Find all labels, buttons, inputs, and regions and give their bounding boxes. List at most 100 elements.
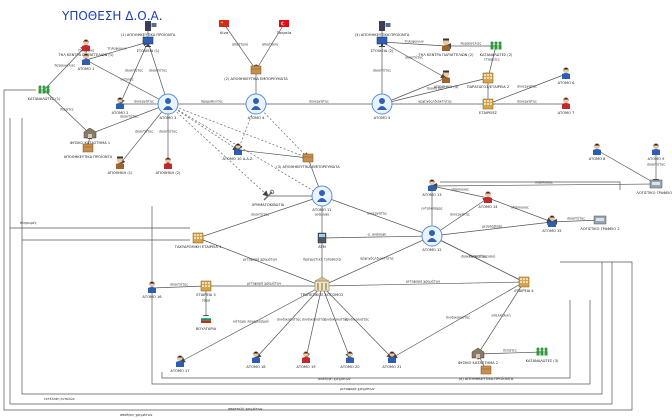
node-kat1: ΚΑΤΑΝΑΛΩΤΕΣ (1) <box>28 85 61 101</box>
node-label: ΑΤΟΜΟ 15 <box>542 229 561 233</box>
person-icon <box>428 179 436 191</box>
edge-line <box>477 281 525 355</box>
node-xrim: ΧΡΗΜΑΤΟΚΙΒΩΤΙΑ <box>252 189 285 207</box>
edge-line <box>551 218 601 225</box>
routing-line <box>3 89 633 411</box>
node-label: ΚΑΤΑΝΑΛΩΤΕΣ (1) <box>28 97 61 101</box>
flag-tr-icon <box>279 20 289 27</box>
node-a5: ΑΤΟΜΟ 5 <box>371 93 393 120</box>
node-a3: ΑΤΟΜΟ 3 <box>157 93 179 120</box>
nodes: (1) ΑΠΟΘΗΚΕΥΤΙΚΑ ΠΡΟΪΟΝΤΑ ΣΤΟΙΧΕΙΑ (1) ΤΗΛ… <box>28 20 672 381</box>
box-icon <box>302 153 314 163</box>
node-a13: ΑΤΟΜΟ 13 <box>422 179 442 197</box>
edge-line <box>255 285 323 359</box>
node-turkey: Τουρκία <box>276 20 292 35</box>
node-label: ΤΡΑΠΕΖΙΚΟΣ ΛΟΓ/ΣΜΟΣ <box>300 293 345 297</box>
node-apo2: ΑΠΟΘΗΚΗ (2) <box>156 157 181 175</box>
edges: τηλέφωνοτηλεφώνωνπαραγγελίεςεντολέςιδιοκ… <box>43 23 665 371</box>
node-a15: ΑΤΟΜΟ 15 <box>542 215 562 233</box>
edge-label: συνδικαλιστής <box>302 318 326 322</box>
node-store2: ΦΥΣΙΚΟ ΚΑΤΑΣΤΗΜΑ 2 <box>458 347 498 365</box>
building-icon <box>200 280 212 292</box>
edge-label: τηλεφώνων <box>404 40 423 44</box>
node-label: (4) ΑΠΟΘΗΚΕΥΤΙΚΑ ΠΡΟΪΟΝΤΑ <box>459 376 514 381</box>
edge-label: έδρα <box>202 299 211 303</box>
edge-line <box>487 73 567 106</box>
edge-line <box>147 41 170 105</box>
node-label: ΑΤΟΜΟ 13 <box>422 193 441 197</box>
node-prod4: (4) ΑΠΟΘΗΚΕΥΤΙΚΑ ΠΡΟΪΟΝΤΑ <box>459 365 514 381</box>
hub-icon <box>157 93 179 115</box>
edge-label: προμηθευτής <box>201 100 223 104</box>
routing-label: μεταφορά χρημάτων <box>340 387 375 391</box>
node-label: ΕΤΑΙΡΕΙΑ 3 <box>196 293 215 297</box>
edge-line <box>179 285 323 363</box>
warehouse-icon <box>471 347 485 359</box>
node-label: ΤΗΛ ΚΕΝΤΡΑ ΠΑΡΑΓΓΕΛΙΩΝ (2) <box>417 53 474 57</box>
edge-line <box>85 59 169 105</box>
edge-label: παραγγελίες <box>55 64 76 68</box>
edge-label: αρχηγός/ιδιοκτήτης <box>418 100 452 104</box>
office-icon <box>649 179 663 189</box>
edge-label: συνδικαλιστής <box>446 316 470 320</box>
node-a1: ΑΤΟΜΟ 1 <box>78 53 94 71</box>
edge-line <box>321 235 433 287</box>
node-label: (3) ΑΠΟΘΗΚΕΥΤΙΚΑ ΕΜΠΟΡΕΥΜΑΤΑ <box>276 165 340 169</box>
edge-line <box>321 233 433 240</box>
node-label: ΑΤΟΜΟ 4 <box>248 116 266 120</box>
person-icon <box>388 351 396 363</box>
node-label: (3) ΑΠΟΘΗΚΕΥΤΙΚΑ ΠΡΟΪΟΝΤΑ <box>355 32 410 37</box>
routing-line <box>161 300 571 379</box>
node-label: ΑΤΟΜΟ 17 <box>170 369 189 373</box>
edge-label: τηλεφώνων <box>107 47 126 51</box>
edge-line <box>477 350 543 357</box>
node-a14: ΑΤΟΜΟ 14 <box>478 191 498 209</box>
edge-label: συνδικαλιστής <box>345 318 369 322</box>
edge-label: ιδιοκτήτης <box>170 283 188 287</box>
node-label: ΑΤΟΜΟ 19 <box>296 365 316 369</box>
edge-line <box>119 103 169 165</box>
flag-cn-icon: ★ <box>219 20 229 27</box>
node-store1: ΦΥΣΙΚΟ ΚΑΤΑΣΤΗΜΑ 1 <box>70 127 110 145</box>
node-mstore1: (1) ΑΠΟΘΗΚΕΥΤΙΚΑ ΠΡΟΪΟΝΤΑ <box>121 21 176 37</box>
node-tel2: ΤΗΛ ΚΕΝΤΡΑ ΠΑΡΑΓΓΕΛΙΩΝ (2) <box>417 38 474 57</box>
edge-label: διοικητής <box>427 87 443 91</box>
node-china: ★Κίνα <box>219 20 229 35</box>
svg-text:★: ★ <box>220 20 223 24</box>
routing-label: ανάληψη χρημάτων <box>318 377 351 381</box>
edge-label: πραγματική τοποθεσία <box>303 258 342 262</box>
node-log1: ΛΟΓΙΣΤΙΚΟ ΓΡΑΦΕΙΟ 1 <box>636 179 672 195</box>
edge-line <box>487 197 553 224</box>
building-icon <box>482 72 494 84</box>
edge-label: συνεργάτης <box>517 85 537 89</box>
node-label: ΑΤΟΜΟ 20 <box>340 365 360 369</box>
office-icon <box>593 215 607 225</box>
node-label: ΑΤΟΜΟ 7 <box>558 111 575 115</box>
node-label: Τουρκία <box>276 31 292 35</box>
node-atm: ATM <box>317 232 327 249</box>
edge-label: ιδιοκτήτης <box>469 255 487 259</box>
node-label: ΑΤΟΜΟ 14 <box>478 205 498 209</box>
node-label: ΑΤΟΜΟ 5 <box>374 116 391 120</box>
edge-line <box>43 89 91 135</box>
person-hat-icon <box>116 156 124 169</box>
node-label: (2) ΑΠΟΘΗΚΕΥΤΙΚΑ ΕΜΠΟΡΕΥΜΑΤΑ <box>224 77 288 81</box>
edge-label: αποστολή <box>232 43 248 47</box>
edge-line <box>167 103 239 151</box>
edge-label: εντολοδόχος <box>421 207 443 211</box>
edge-label: ιδιοκτήτης <box>373 69 391 73</box>
person-icon <box>252 351 260 363</box>
node-label: ΑΤΟΜΟ 2 <box>112 111 129 115</box>
edge-label: συνεργάτης <box>309 100 329 104</box>
edge-label: κάτοχοι λογαριασμού <box>233 320 269 324</box>
edge-label: α. ανάληψη <box>368 233 387 237</box>
hub-icon <box>245 93 267 115</box>
building-icon <box>518 276 530 288</box>
person-hat-icon <box>442 70 450 83</box>
node-label: ΣΤΟΙΧΕΙΑ (1) <box>137 49 160 53</box>
node-kat2: ΚΑΤΑΝΑΛΩΤΕΣ (2) <box>480 41 513 57</box>
node-a11: ΑΤΟΜΟ 11 <box>311 185 333 212</box>
edge-label: συνδικαλιστής <box>324 318 348 322</box>
edge-label: συνδικαλιστής <box>277 318 301 322</box>
